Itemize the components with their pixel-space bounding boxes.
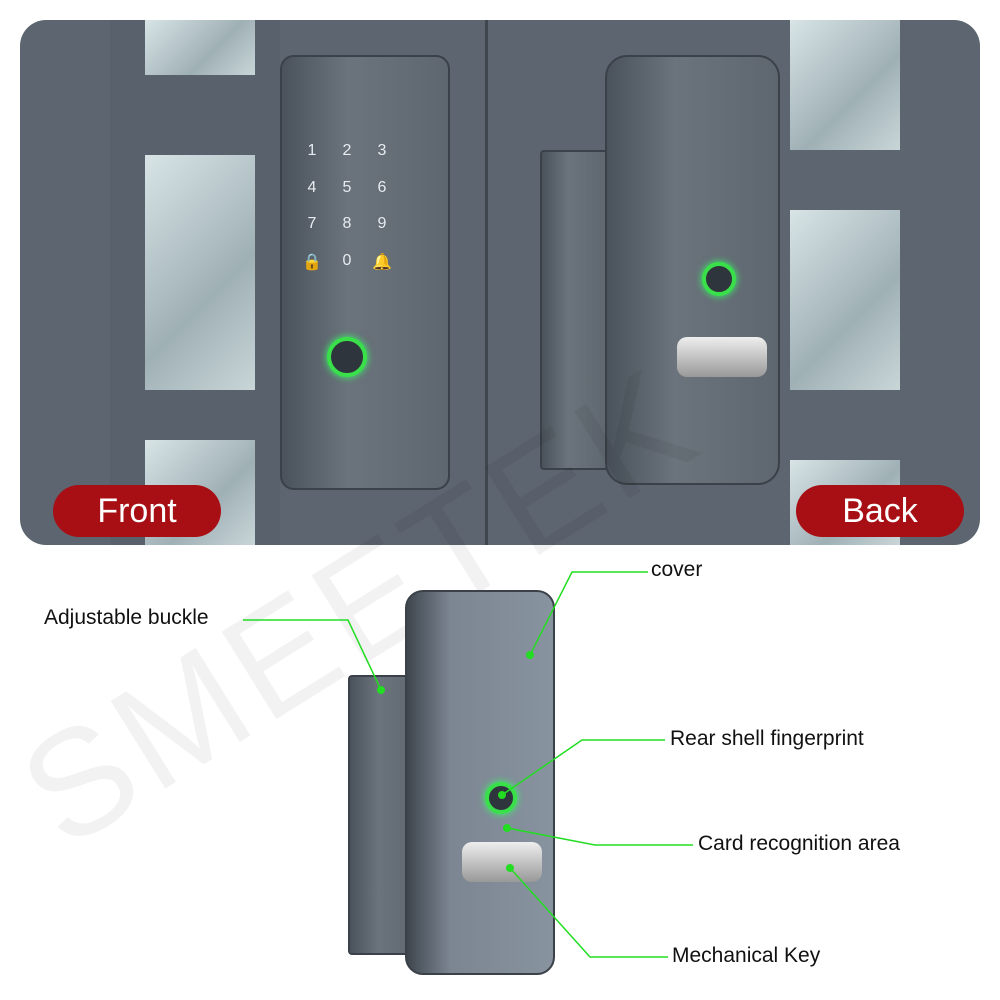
fingerprint-sensor[interactable] (327, 337, 367, 377)
key-8[interactable]: 8 (342, 215, 352, 232)
mechanical-key (677, 337, 767, 377)
leader-buckle (243, 619, 382, 691)
label-adjustable-buckle: Adjustable buckle (44, 606, 209, 629)
label-cover: cover (651, 558, 703, 581)
front-badge: Front (53, 485, 221, 537)
key-3[interactable]: 3 (377, 142, 387, 159)
leader-card (506, 827, 693, 846)
leader-key (509, 867, 668, 958)
window-glass (790, 20, 900, 150)
front-lock-panel: 1 2 3 4 5 6 7 8 9 🔒 0 🔔 (280, 55, 450, 490)
lock-bottom (405, 590, 555, 975)
door-gap (485, 20, 488, 545)
lock-icon[interactable]: 🔒 (302, 254, 322, 271)
window-glass (145, 155, 255, 390)
product-photo-top: 1 2 3 4 5 6 7 8 9 🔒 0 🔔 Front Back (20, 20, 980, 545)
fingerprint-sensor[interactable] (702, 262, 736, 296)
back-lock-panel (605, 55, 780, 485)
leader-fingerprint (501, 739, 665, 796)
bell-icon[interactable]: 🔔 (372, 254, 392, 271)
back-badge: Back (796, 485, 964, 537)
key-6[interactable]: 6 (377, 179, 387, 196)
key-5[interactable]: 5 (342, 179, 352, 196)
label-mechanical-key: Mechanical Key (672, 944, 821, 967)
key-9[interactable]: 9 (377, 215, 387, 232)
window-glass (145, 20, 255, 75)
leader-cover (529, 571, 648, 656)
key-7[interactable]: 7 (307, 215, 317, 232)
key-0[interactable]: 0 (342, 252, 352, 269)
mechanical-key (462, 842, 542, 882)
window-glass (790, 210, 900, 390)
key-4[interactable]: 4 (307, 179, 317, 196)
key-1[interactable]: 1 (307, 142, 317, 159)
key-2[interactable]: 2 (342, 142, 352, 159)
label-card-area: Card recognition area (698, 832, 900, 855)
label-rear-fingerprint: Rear shell fingerprint (670, 727, 864, 750)
